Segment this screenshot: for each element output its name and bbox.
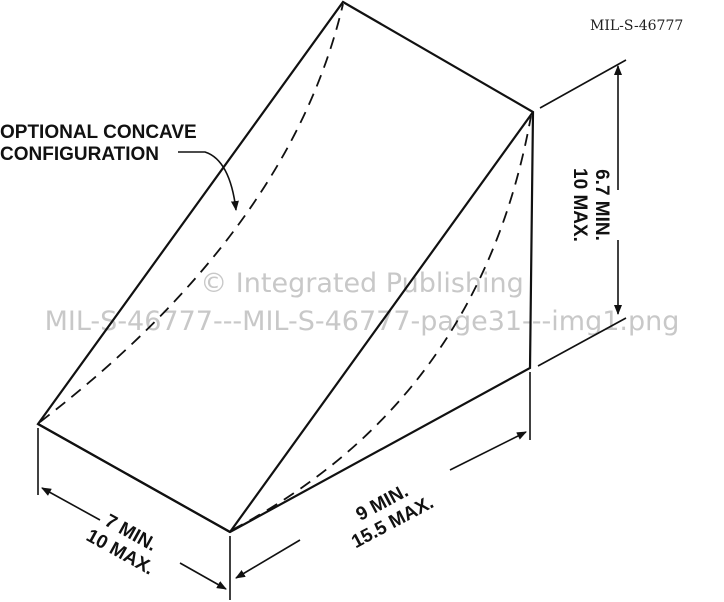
watermark-line1: © Integrated Publishing [200, 268, 524, 299]
height-max: 10 MAX. [569, 168, 590, 242]
document-id: MIL-S-46777 [590, 18, 683, 34]
watermark-line2: MIL-S-46777---MIL-S-46777-page31---img1.… [45, 306, 680, 337]
height-min: 6.7 MIN. [591, 169, 612, 241]
concave-dashed-curves [39, 3, 532, 531]
callout-line2: CONFIGURATION [0, 144, 159, 165]
wedge-outline [36, 0, 535, 534]
dimension-lines [37, 59, 627, 600]
callout-line1: OPTIONAL CONCAVE [0, 122, 197, 143]
length-dimension-label: 9 MIN. 15.5 MAX. [348, 481, 437, 553]
height-dimension-label: 6.7 MIN. 10 MAX. [569, 168, 612, 242]
